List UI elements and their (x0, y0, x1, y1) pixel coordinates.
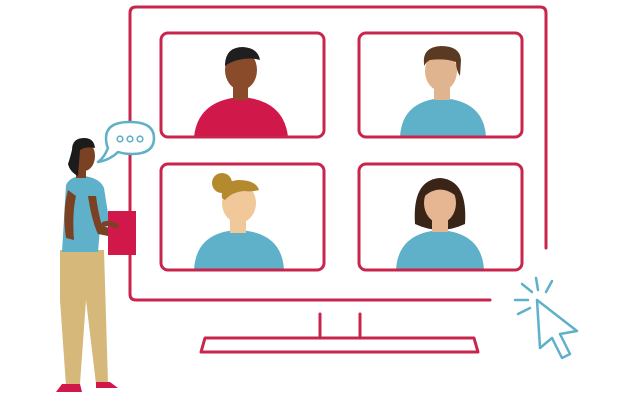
presenter-shoe (96, 382, 118, 388)
presenter-figure (56, 138, 136, 392)
tile-border (357, 31, 524, 139)
presenter-shoe (56, 384, 82, 392)
cursor-icon (513, 276, 579, 360)
participant-tile-top-right (357, 31, 524, 139)
monitor-stand-base (199, 336, 480, 354)
presenter-hair (68, 138, 95, 176)
participant-hair (221, 180, 259, 200)
participant-hair (423, 181, 458, 198)
monitor (128, 5, 548, 354)
click-lines (513, 276, 554, 316)
presenter-pants (60, 250, 108, 386)
participant-hair (423, 46, 461, 76)
tile-border (159, 31, 326, 139)
participant-tile-bottom-right (357, 162, 524, 272)
tile-border (159, 162, 326, 272)
participant-head (425, 51, 457, 91)
participant-head (424, 183, 456, 223)
tile-border (357, 162, 524, 272)
monitor-frame (128, 5, 548, 302)
speech-bubble-icon (96, 120, 156, 164)
participant-shirt (400, 98, 486, 137)
participant-shirt (194, 97, 288, 137)
participant-shirt (194, 230, 284, 270)
participant-tile-top-left (159, 31, 326, 139)
participant-shirt (396, 230, 484, 270)
folder-icon (108, 211, 136, 255)
participant-hair (225, 47, 260, 66)
participant-tile-bottom-left (159, 162, 326, 272)
monitor-stand-neck (318, 312, 362, 338)
